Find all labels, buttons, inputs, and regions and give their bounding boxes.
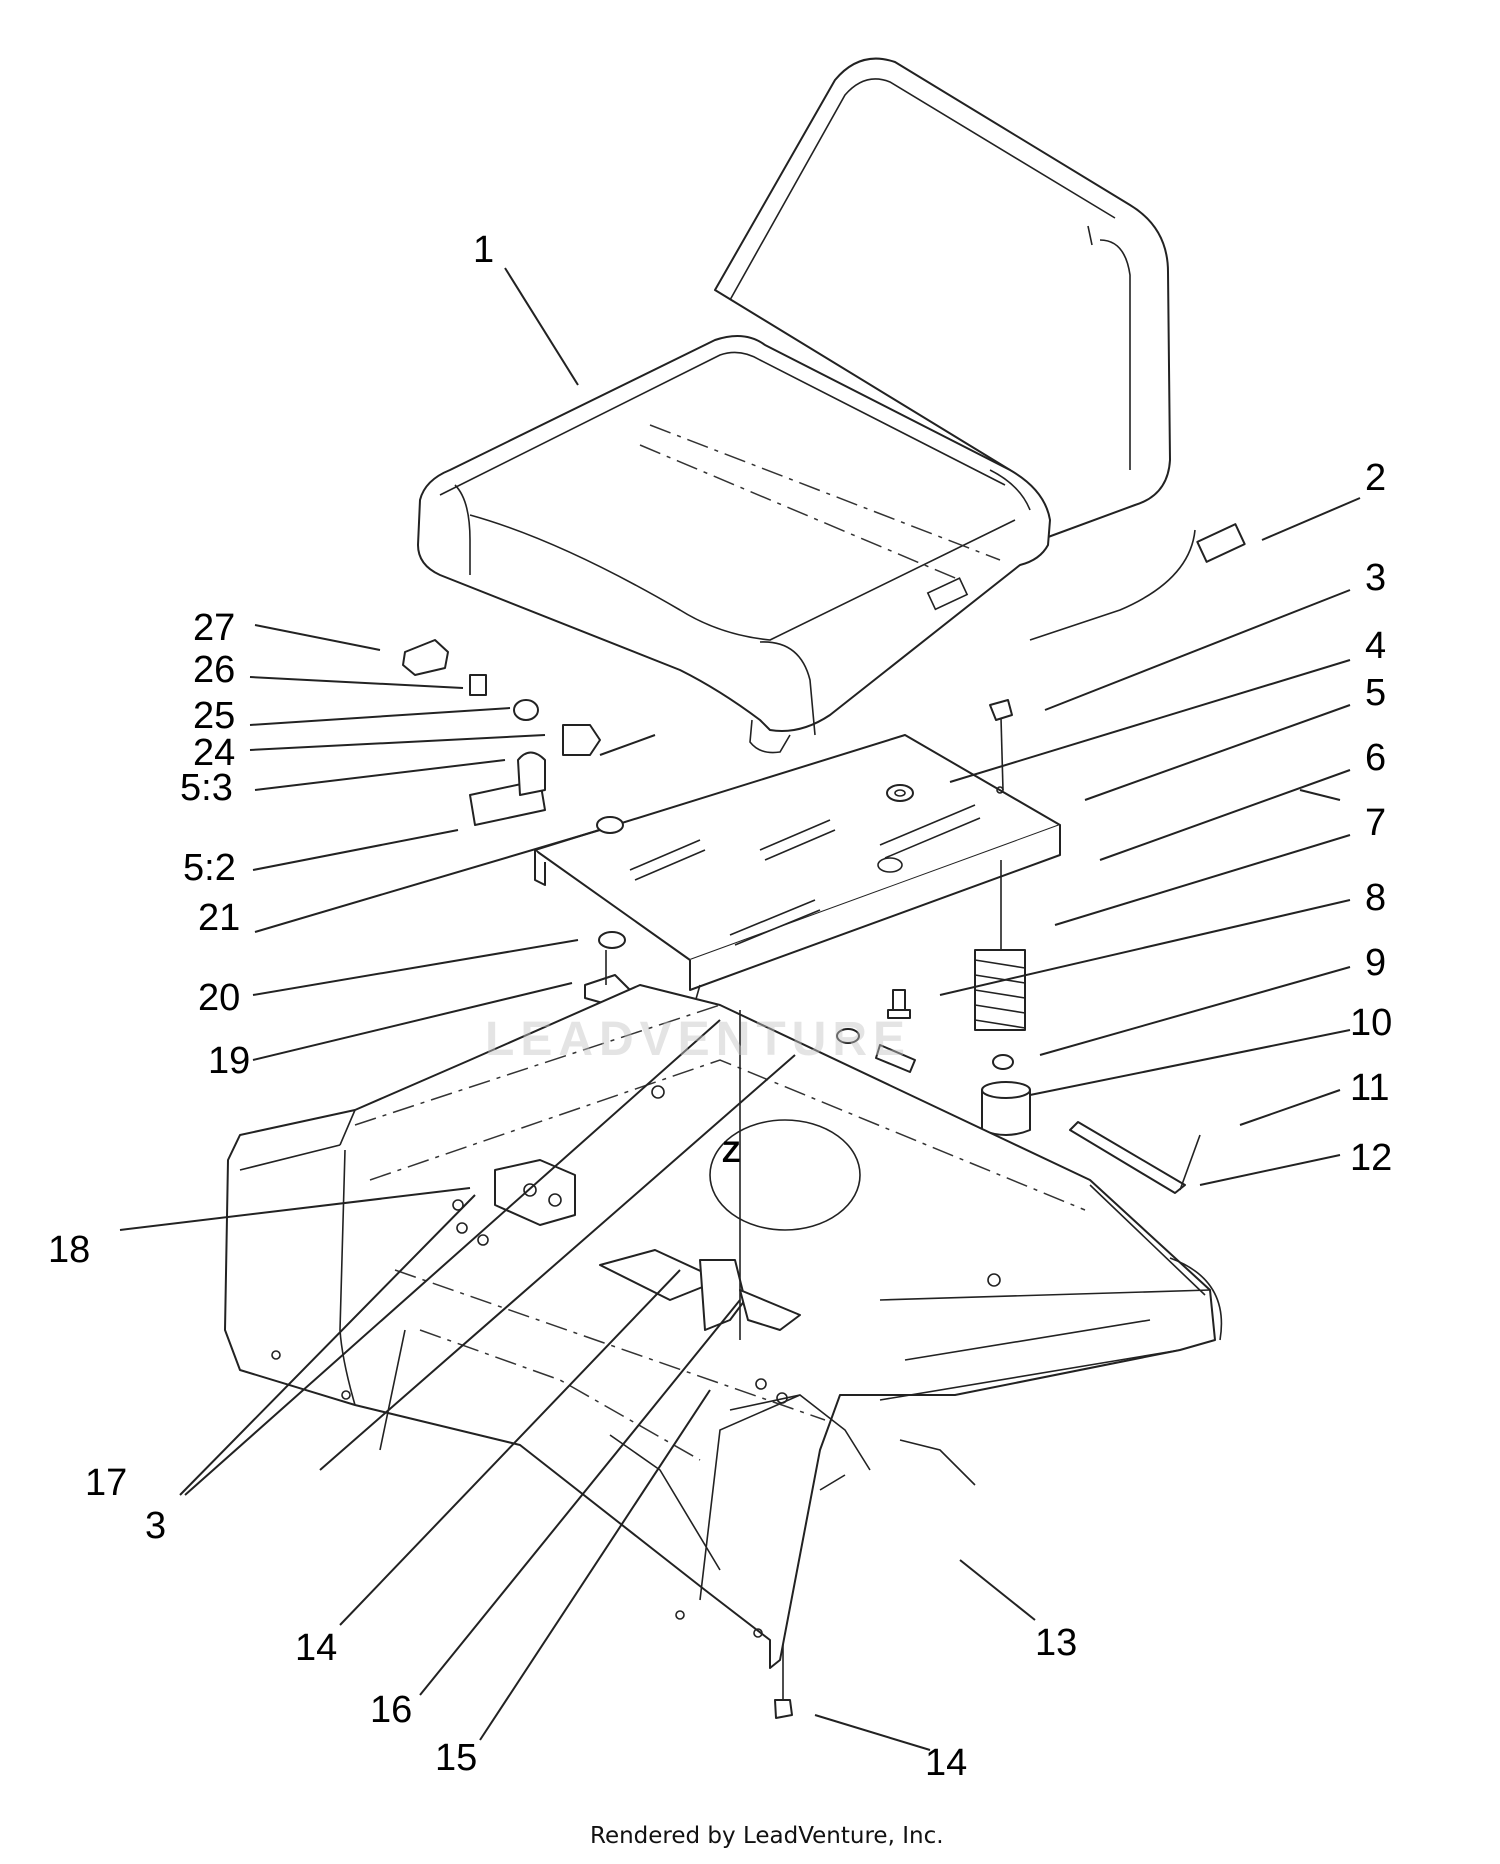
callout-10: 10 [1350, 1002, 1392, 1044]
callout-2: 2 [1365, 457, 1386, 499]
seat-decal [1196, 523, 1246, 563]
callout-21: 21 [198, 897, 240, 939]
callout-9: 9 [1365, 942, 1386, 984]
callout-14-upper: 14 [295, 1627, 337, 1669]
callout-17: 17 [85, 1462, 127, 1504]
seat-switch-parts [402, 639, 631, 1006]
seat-mount-plate [534, 734, 1061, 1023]
callout-15: 15 [435, 1737, 477, 1779]
callout-18: 18 [48, 1229, 90, 1271]
callout-5: 5 [1365, 672, 1386, 714]
callout-5-2: 5:2 [183, 847, 236, 889]
callout-5-3: 5:3 [180, 767, 233, 809]
watermark: LEADVENTURE [485, 1013, 911, 1066]
leader-lines [119, 267, 1361, 1751]
fender-deck [224, 984, 1223, 1669]
seat-cushion [417, 335, 1051, 732]
render-credit: Rendered by LeadVenture, Inc. [590, 1823, 944, 1849]
suspension-spring [974, 860, 1031, 1136]
nut [513, 699, 539, 721]
callout-11: 11 [1350, 1067, 1389, 1109]
callout-1: 1 [473, 229, 494, 271]
seat-backrest [714, 57, 1171, 541]
callout-26: 26 [193, 649, 235, 691]
callout-25: 25 [193, 695, 235, 737]
callout-12: 12 [1350, 1137, 1392, 1179]
callout-13: 13 [1035, 1622, 1077, 1664]
bracket-5-3 [517, 751, 546, 796]
axis-marker-z: Z [722, 1136, 740, 1169]
callout-16: 16 [370, 1689, 412, 1731]
callout-20: 20 [198, 977, 240, 1019]
washers [596, 784, 1014, 1070]
callout-27: 27 [193, 607, 235, 649]
seat-assembly [417, 57, 1246, 754]
callout-24: 24 [193, 732, 235, 774]
callout-3-lower: 3 [145, 1505, 166, 1547]
connector [402, 639, 449, 676]
clip [469, 674, 487, 696]
callout-4: 4 [1365, 625, 1386, 667]
callout-3: 3 [1365, 557, 1386, 599]
callout-6: 6 [1365, 737, 1386, 779]
callout-14-lower: 14 [925, 1742, 967, 1784]
switch [562, 724, 601, 756]
callout-labels: 1 2 3 4 5 6 7 8 9 10 11 12 13 14 14 15 1… [48, 229, 1392, 1784]
callout-7: 7 [1365, 802, 1386, 844]
callout-19: 19 [208, 1040, 250, 1082]
callout-8: 8 [1365, 877, 1386, 919]
